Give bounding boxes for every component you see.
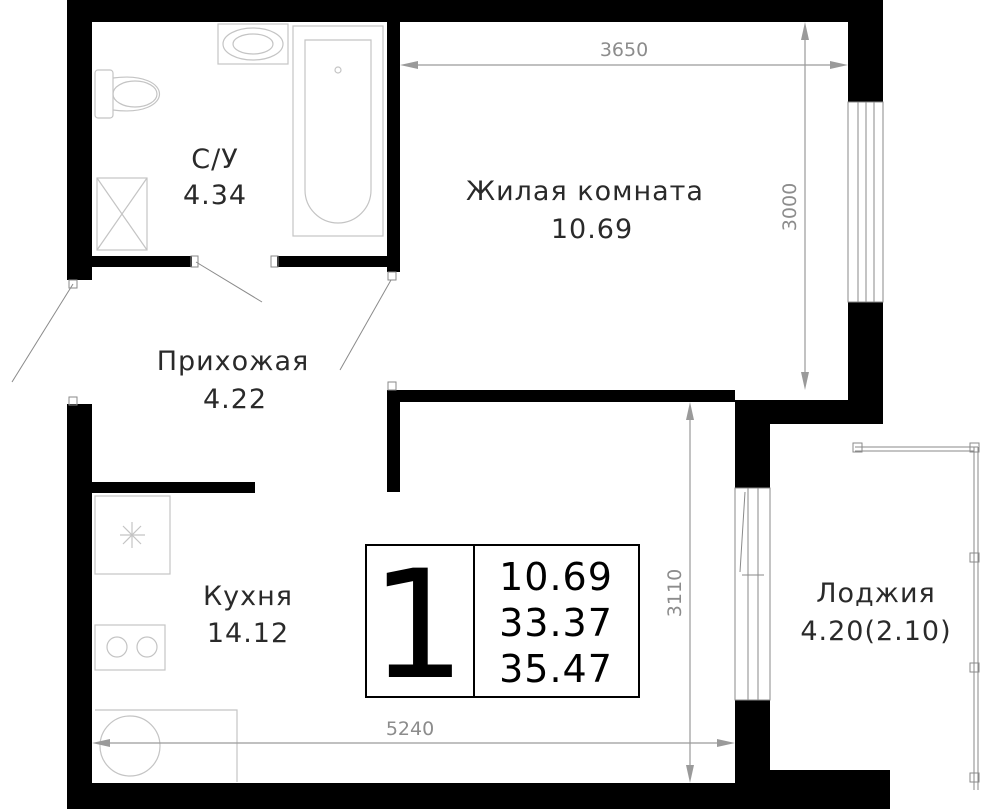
bathroom-name: С/У xyxy=(191,144,238,175)
kitchen-fixtures xyxy=(94,495,238,782)
area-legend: 1 10.69 33.37 35.47 xyxy=(365,539,640,713)
rooms-count: 1 xyxy=(370,539,465,713)
bathroom-bottom-wall-right xyxy=(277,256,400,267)
bathroom-door-leaf xyxy=(195,261,263,303)
shower-icon xyxy=(96,177,148,251)
total-area-value: 33.37 xyxy=(499,601,613,645)
stove-icon xyxy=(94,624,166,671)
dimension-living-width: 3650 xyxy=(400,39,848,69)
living-room-area: 10.69 xyxy=(551,214,633,245)
bottom-wall xyxy=(67,783,770,809)
toilet-icon xyxy=(94,69,161,119)
hall-name: Прихожая xyxy=(157,346,310,377)
bathroom-bottom-wall-left xyxy=(92,256,192,267)
living-door-leaf xyxy=(339,279,392,371)
loggia-railing xyxy=(852,442,980,790)
left-wall-lower xyxy=(67,404,92,809)
kitchen-area: 14.12 xyxy=(207,618,289,649)
walls xyxy=(67,0,890,809)
dimension-total-width: 5240 xyxy=(92,718,735,747)
hall-divider-wall xyxy=(387,390,400,492)
loggia-name: Лоджия xyxy=(816,578,936,609)
dimension-living-width-label: 3650 xyxy=(600,39,648,61)
loggia-bottom-wall xyxy=(770,770,890,809)
top-wall xyxy=(67,0,883,22)
bathroom-fixtures xyxy=(94,23,384,251)
hall-area: 4.22 xyxy=(203,384,267,415)
living-room-name: Жилая комната xyxy=(466,176,704,207)
bathroom-area: 4.34 xyxy=(183,180,247,211)
kitchen-partition xyxy=(92,482,255,493)
left-wall-upper xyxy=(67,0,92,280)
legend-frame xyxy=(365,544,640,698)
loggia-area: 4.20(2.10) xyxy=(800,616,951,647)
dimension-kitchen-height-label: 3110 xyxy=(664,569,686,617)
dining-table-icon xyxy=(95,709,238,782)
windows xyxy=(734,101,884,701)
dimension-kitchen-height: 3110 xyxy=(664,402,694,783)
bathroom-right-wall xyxy=(387,22,400,272)
right-wall-upper xyxy=(848,0,883,102)
bathtub-icon xyxy=(292,25,384,237)
kitchen-window xyxy=(734,487,771,701)
living-window xyxy=(847,101,884,303)
dimension-living-height-label: 3000 xyxy=(779,183,801,231)
kitchen-sink-icon xyxy=(94,495,171,575)
kitchen-name: Кухня xyxy=(203,581,293,612)
entrance-door-leaf xyxy=(11,283,74,383)
dimension-living-height: 3000 xyxy=(779,22,809,390)
sink-icon xyxy=(217,23,289,65)
loggia-inner-wall-lower xyxy=(735,700,770,809)
loggia-inner-wall-upper xyxy=(735,400,770,488)
dimension-total-width-label: 5240 xyxy=(386,718,434,740)
living-bottom-wall xyxy=(387,390,735,402)
doors xyxy=(11,255,397,406)
total-area-loggia-value: 35.47 xyxy=(499,647,613,691)
living-area-value: 10.69 xyxy=(499,555,613,599)
